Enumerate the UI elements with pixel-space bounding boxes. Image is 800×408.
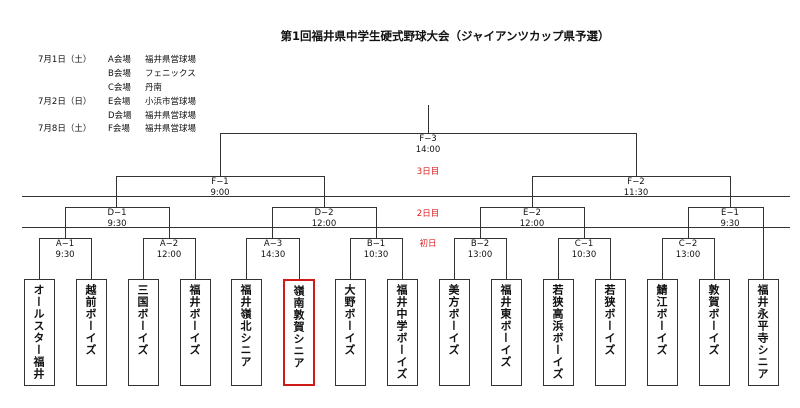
- team-box: 福井永平寺シニア: [748, 279, 779, 386]
- game-id: F−1: [211, 177, 229, 187]
- game-id: B−2: [470, 239, 490, 249]
- schedule-date: 7月8日（土）: [38, 124, 92, 134]
- team-box: 福井嶺北シニア: [231, 279, 262, 386]
- team-box: オールスター福井: [24, 279, 55, 386]
- schedule-place: 丹南: [145, 83, 163, 93]
- schedule-venue: C会場: [108, 83, 131, 93]
- game-id: D−1: [107, 208, 127, 218]
- team-name: 大野ボーイズ: [343, 284, 356, 356]
- team-name: 福井中学ボーイズ: [395, 284, 408, 380]
- team-name: 福井東ボーイズ: [499, 284, 512, 368]
- day2-label: 2日目: [416, 209, 440, 219]
- game-id: D−2: [314, 208, 334, 218]
- game-id: A−1: [55, 239, 75, 249]
- team-box: 福井東ボーイズ: [491, 279, 522, 386]
- game-id: C−1: [574, 239, 594, 249]
- game-time: 10:30: [363, 249, 389, 260]
- team-box: 三国ボーイズ: [128, 279, 159, 386]
- game-time: 13:00: [675, 249, 701, 260]
- game-id: E−1: [721, 208, 739, 218]
- game-id: A−2: [159, 239, 179, 249]
- team-name: オールスター福井: [32, 284, 45, 380]
- game-time: 12:00: [519, 218, 545, 229]
- team-name: 若狭高浜ボーイズ: [551, 284, 564, 380]
- game-id: C−2: [678, 239, 698, 249]
- schedule-place: 福井県営球場: [145, 124, 197, 134]
- game-time: 10:30: [571, 249, 597, 260]
- team-name: 嶺南敦賀シニア: [292, 285, 305, 369]
- game-time: 14:00: [415, 144, 441, 155]
- game-time: 9:30: [107, 218, 127, 229]
- team-name: 越前ボーイズ: [84, 284, 97, 356]
- game-time: 13:00: [467, 249, 493, 260]
- schedule-venue: D会場: [108, 111, 132, 121]
- game-id: E−2: [523, 208, 541, 218]
- day1-label: 初日: [419, 239, 437, 249]
- schedule-place: 福井県営球場: [145, 55, 197, 65]
- day3-label: 3日目: [416, 167, 440, 177]
- team-name: 三国ボーイズ: [136, 284, 149, 356]
- schedule-venue: F会場: [108, 124, 130, 134]
- team-box: 鯖江ボーイズ: [647, 279, 678, 386]
- team-box: 美方ボーイズ: [439, 279, 470, 386]
- team-name: 福井嶺北シニア: [239, 284, 252, 368]
- team-box: 若狭高浜ボーイズ: [543, 279, 574, 386]
- team-name: 鯖江ボーイズ: [655, 284, 668, 356]
- team-box: 敦賀ボーイズ: [699, 279, 730, 386]
- game-time: 9:30: [55, 249, 75, 260]
- team-box-highlighted: 嶺南敦賀シニア: [283, 279, 315, 386]
- team-name: 敦賀ボーイズ: [707, 284, 720, 356]
- team-name: 若狭ボーイズ: [603, 284, 616, 356]
- game-time: 14:30: [260, 249, 286, 260]
- schedule-venue: E会場: [108, 97, 131, 107]
- team-box: 大野ボーイズ: [335, 279, 366, 386]
- schedule-place: 小浜市営球場: [145, 97, 197, 107]
- game-id: B−1: [366, 239, 386, 249]
- schedule-venue: A会場: [108, 55, 131, 65]
- game-time: 12:00: [156, 249, 182, 260]
- team-name: 福井ボーイズ: [188, 284, 201, 356]
- team-name: 美方ボーイズ: [447, 284, 460, 356]
- game-time: 12:00: [311, 218, 337, 229]
- schedule-date: 7月2日（日）: [38, 97, 92, 107]
- game-time: 11:30: [623, 187, 649, 198]
- game-time: 9:30: [720, 218, 740, 229]
- team-box: 福井中学ボーイズ: [387, 279, 418, 386]
- game-id: A−3: [263, 239, 283, 249]
- schedule-place: 福井県営球場: [145, 111, 197, 121]
- schedule-venue: B会場: [108, 69, 131, 79]
- game-id: F−3: [419, 134, 437, 144]
- game-id: F−2: [627, 177, 645, 187]
- team-box: 若狭ボーイズ: [595, 279, 626, 386]
- team-box: 福井ボーイズ: [180, 279, 211, 386]
- team-name: 福井永平寺シニア: [756, 284, 769, 380]
- schedule-place: フェニックス: [145, 69, 196, 79]
- schedule-date: 7月1日（土）: [38, 55, 92, 65]
- game-time: 9:00: [210, 187, 230, 198]
- team-box: 越前ボーイズ: [76, 279, 107, 386]
- page-title: 第1回福井県中学生硬式野球大会（ジャイアンツカップ県予選）: [280, 29, 610, 43]
